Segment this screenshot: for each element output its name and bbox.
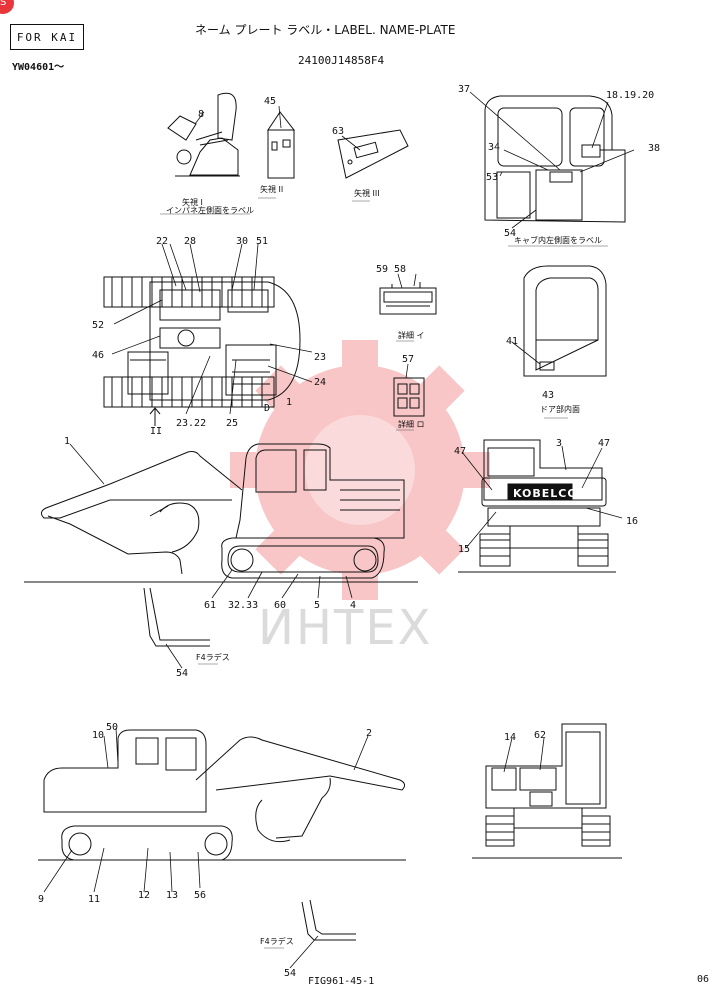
callout-41: 41 (506, 336, 518, 347)
callout-22: 22 (156, 236, 168, 247)
arrow-view-II: II (150, 426, 162, 437)
callout-51: 51 (256, 236, 268, 247)
caption-detail-a: 詳細 イ (398, 330, 425, 340)
callout-4: 4 (350, 600, 356, 611)
callout-50: 50 (106, 722, 118, 733)
callout-25: 25 (226, 418, 238, 429)
callout-58: 58 (394, 264, 406, 275)
caption-cab-inside: キャブ内左側面をラベル (514, 235, 602, 245)
rear-view-bottom (472, 723, 622, 859)
callout-3: 3 (556, 438, 562, 449)
callout-56: 56 (194, 890, 206, 901)
callout-60: 60 (274, 600, 286, 611)
serial-range: YW04601～ (12, 62, 65, 73)
callout-28: 28 (184, 236, 196, 247)
callout-11: 11 (88, 894, 100, 905)
callout-53: 53 (486, 172, 498, 183)
caption-f4-bottom: F4ラデス (260, 936, 294, 946)
callout-1-top: 1 (286, 397, 292, 408)
callout-16: 16 (626, 516, 638, 527)
figure-number: FIG961-45-1 (308, 976, 375, 987)
callout-54-cab: 54 (504, 228, 516, 239)
detail-views-drawing (379, 282, 437, 417)
callout-32-33: 32.33 (228, 600, 258, 611)
callout-10: 10 (92, 730, 104, 741)
callout-30: 30 (236, 236, 248, 247)
callout-14: 14 (504, 732, 516, 743)
callout-9: 9 (38, 894, 44, 905)
caption-view1-sub: インパネ左側面をラベル (166, 205, 254, 215)
view3-drawing (337, 129, 409, 179)
seat-view-drawing (167, 92, 240, 177)
caption-fine-print (160, 197, 608, 949)
callout-D: D (264, 403, 270, 414)
callout-54-top: 54 (176, 668, 188, 679)
callout-18-19-20: 18.19.20 (606, 90, 654, 101)
part-number: 24100J14858F4 (298, 54, 385, 67)
callout-38: 38 (648, 143, 660, 154)
callout-52: 52 (92, 320, 104, 331)
callout-47-left: 47 (454, 446, 466, 457)
view2-drawing (267, 111, 296, 179)
callout-61: 61 (204, 600, 216, 611)
callout-2: 2 (366, 728, 372, 739)
callout-1: 1 (64, 436, 70, 447)
excavator-side-view-right (24, 443, 418, 647)
caption-detail-b: 詳細 ロ (398, 419, 425, 429)
callout-62: 62 (534, 730, 546, 741)
callout-13: 13 (166, 890, 178, 901)
door-view-drawing (523, 265, 607, 377)
callout-43: 43 (542, 390, 554, 401)
callout-12: 12 (138, 890, 150, 901)
callout-57: 57 (402, 354, 414, 365)
callout-54-bottom: 54 (284, 968, 296, 979)
callout-59: 59 (376, 264, 388, 275)
caption-view3: 矢視 III (354, 188, 380, 198)
callout-24: 24 (314, 377, 326, 388)
watermark-text: ИНТЕХ (258, 600, 433, 656)
callout-23-22: 23.22 (176, 418, 206, 429)
callout-47-right: 47 (598, 438, 610, 449)
callout-45: 45 (264, 96, 276, 107)
callout-46: 46 (92, 350, 104, 361)
caption-door: ドア部内面 (540, 404, 580, 414)
page-title: ネーム プレート ラベル・LABEL. NAME-PLATE (195, 23, 456, 37)
caption-view2: 矢視 II (260, 184, 283, 194)
callout-23: 23 (314, 352, 326, 363)
callout-15: 15 (458, 544, 470, 555)
caption-f4-top: F4ラデス (196, 652, 230, 662)
cab-side-drawing (484, 95, 626, 223)
callout-37: 37 (458, 84, 470, 95)
callout-63: 63 (332, 126, 344, 137)
callout-5: 5 (314, 600, 320, 611)
kobelco-logo: KOBELCO (513, 487, 578, 500)
excavator-side-view-left (38, 729, 406, 941)
callout-8: 8 (198, 109, 204, 120)
top-view-drawing (103, 276, 301, 426)
rear-view-top (458, 439, 616, 573)
leader-lines (43, 91, 635, 969)
for-kai-box: FOR KAI (10, 24, 84, 50)
callout-34: 34 (488, 142, 500, 153)
corner-badge: S (0, 0, 14, 14)
page-number: 06 (697, 974, 710, 985)
caption-view1: 矢視 I (182, 197, 203, 207)
